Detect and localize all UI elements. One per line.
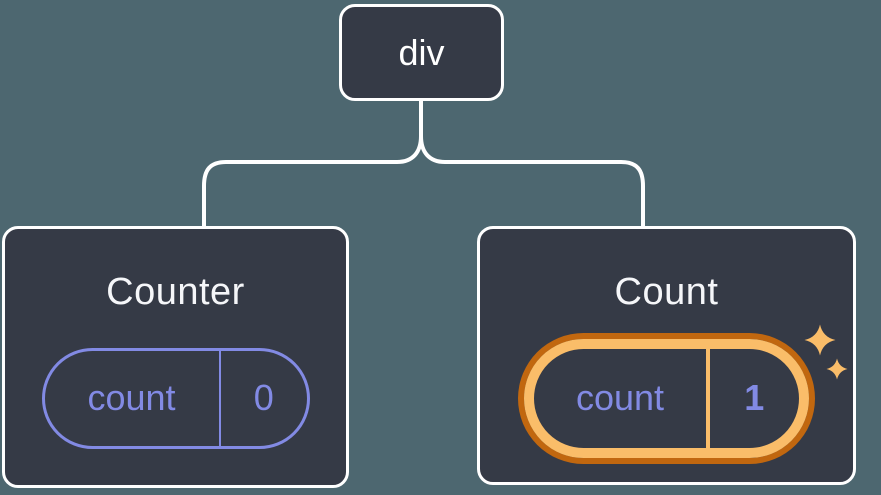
state-key: count [87,377,176,419]
sparkle-icon-large [804,324,836,356]
sparkles-icon [804,324,848,380]
component-card-count: Count count 1 [477,226,856,485]
pill-divider [706,348,710,448]
card-title: Counter [106,271,245,313]
sparkle-icon-small [826,358,848,380]
state-key: count [575,377,665,419]
state-value: 1 [744,377,765,419]
state-pill: count 0 [41,347,310,449]
card-title: Count [614,271,719,313]
root-node-label: div [398,31,445,73]
component-card-counter: Counter count 0 [2,226,349,488]
root-node: div [339,4,504,101]
state-value: 0 [253,377,274,419]
pill-divider [218,350,221,446]
state-pill-highlighted: count 1 [524,338,809,458]
